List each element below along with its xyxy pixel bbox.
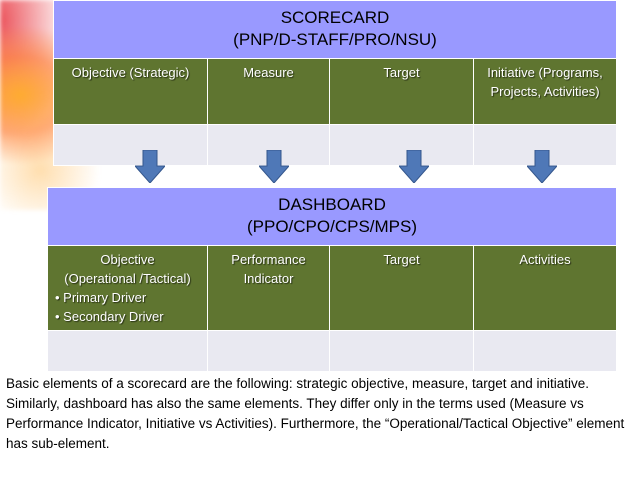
dashboard-header-activities: Activities <box>472 245 618 331</box>
list-item: Primary Driver <box>55 288 204 307</box>
down-arrow-icon <box>527 150 557 183</box>
dashboard-objective-sub: (Operational /Tactical) <box>64 271 191 286</box>
dashboard-header-objective: Objective (Operational /Tactical) Primar… <box>47 245 208 331</box>
scorecard-header-measure: Measure <box>207 58 330 125</box>
scorecard-empty-cell <box>207 124 330 166</box>
explanatory-caption: Basic elements of a scorecard are the fo… <box>6 376 625 451</box>
scorecard-table: SCORECARD (PNP/D-STAFF/PRO/NSU) Objectiv… <box>53 0 617 166</box>
down-arrow-icon <box>135 150 165 183</box>
dashboard-objective-label: Objective <box>100 252 155 267</box>
dashboard-empty-cell <box>47 330 208 372</box>
dashboard-subtitle: (PPO/CPO/CPS/MPS) <box>247 217 418 236</box>
dashboard-empty-cell <box>472 330 618 372</box>
list-item: Secondary Driver <box>55 307 204 326</box>
dashboard-table: DASHBOARD (PPO/CPO/CPS/MPS) Objective (O… <box>46 187 618 372</box>
scorecard-empty-cell <box>473 124 617 166</box>
scorecard-empty-cell <box>53 124 208 166</box>
down-arrow-icon <box>399 150 429 183</box>
down-arrow-icon <box>259 150 289 183</box>
scorecard-title-cell: SCORECARD (PNP/D-STAFF/PRO/NSU) <box>53 0 617 59</box>
dashboard-title-cell: DASHBOARD (PPO/CPO/CPS/MPS) <box>46 187 618 246</box>
scorecard-title: SCORECARD <box>280 8 390 27</box>
dashboard-performance-label: Performance Indicator <box>231 252 306 286</box>
dashboard-empty-cell <box>329 330 474 372</box>
dashboard-empty-cell <box>207 330 330 372</box>
scorecard-header-target: Target <box>329 58 474 125</box>
dashboard-title: DASHBOARD <box>278 195 386 214</box>
dashboard-header-target: Target <box>329 245 474 331</box>
scorecard-header-objective: Objective (Strategic) <box>53 58 208 125</box>
dashboard-header-performance-indicator: Performance Indicator <box>207 245 330 331</box>
objective-driver-list: Primary Driver Secondary Driver <box>51 288 204 326</box>
scorecard-subtitle: (PNP/D-STAFF/PRO/NSU) <box>233 30 437 49</box>
scorecard-header-initiative: Initiative (Programs, Projects, Activiti… <box>473 58 617 125</box>
